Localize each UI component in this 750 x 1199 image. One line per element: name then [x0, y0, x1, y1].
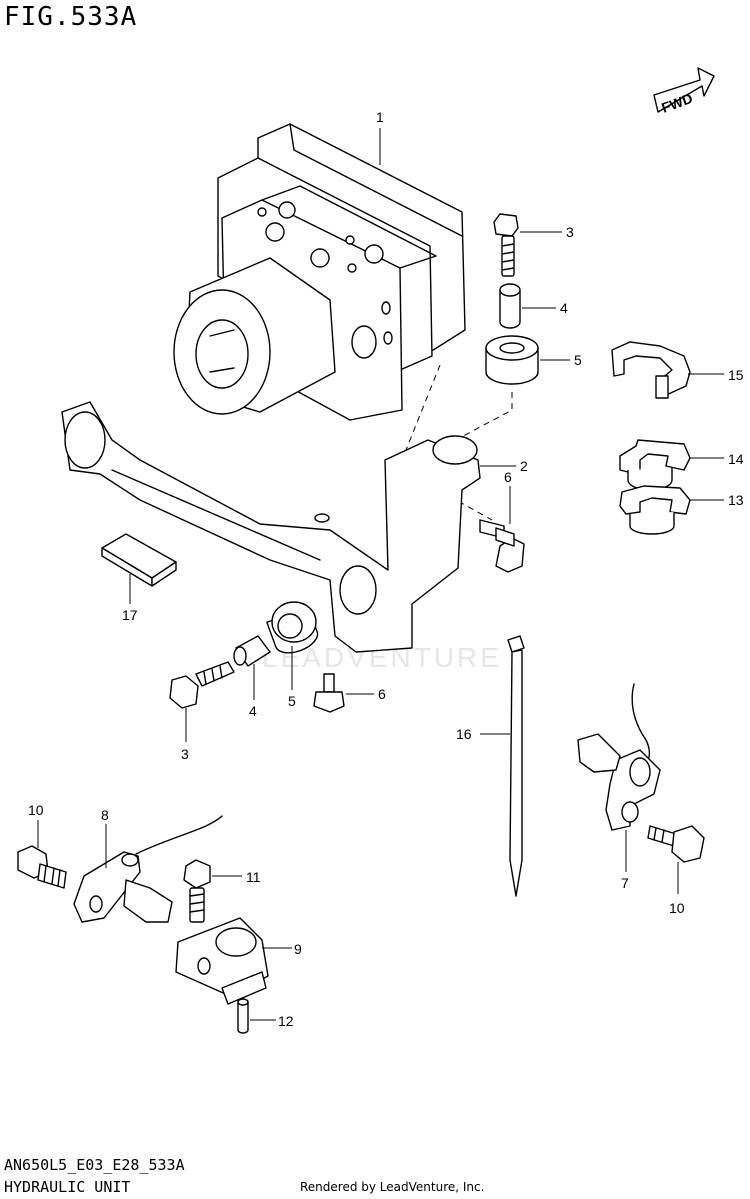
collar-part-4-lower[interactable]: 4 [233, 635, 271, 719]
callout-9: 9 [294, 941, 302, 957]
callout-5a: 5 [574, 352, 582, 368]
sensor-bracket-part-7[interactable]: 7 [577, 683, 661, 891]
bolt-part-3-upper[interactable]: 3 [493, 213, 574, 277]
holder-part-9[interactable]: 9 [175, 917, 302, 1005]
callout-16: 16 [456, 726, 472, 742]
figure-title: FIG.533A [4, 2, 138, 32]
bolt-part-3-lower[interactable]: 3 [169, 661, 235, 762]
pad-part-17[interactable]: 17 [101, 533, 177, 623]
cable-tie-part-16[interactable]: 16 [456, 635, 525, 897]
callout-2: 2 [520, 458, 528, 474]
bolt-part-10-left[interactable]: 10 [17, 802, 67, 889]
callout-12: 12 [278, 1013, 294, 1029]
callout-3b: 3 [181, 746, 189, 762]
callout-17: 17 [122, 607, 138, 623]
sensor-bracket-part-8[interactable]: 8 [73, 807, 223, 923]
callout-10a: 10 [28, 802, 44, 818]
callout-6a: 6 [504, 469, 512, 485]
bolt-part-11[interactable]: 11 [183, 859, 261, 923]
callout-1: 1 [376, 109, 384, 125]
callout-8: 8 [101, 807, 109, 823]
grommet-part-5-lower[interactable]: 5 [266, 601, 321, 709]
clamp-part-15[interactable]: 15 [611, 341, 744, 399]
grommet-part-5-upper[interactable]: 5 [485, 335, 582, 385]
callout-13: 13 [728, 492, 744, 508]
callout-5b: 5 [288, 693, 296, 709]
fwd-arrow-icon: FWD [653, 67, 715, 116]
bolt-part-6-lower[interactable]: 6 [313, 673, 386, 713]
callout-11: 11 [246, 869, 261, 885]
model-code: AN650L5_E03_E28_533A [4, 1156, 185, 1174]
clamp-part-13[interactable]: 13 [619, 485, 744, 535]
callout-4a: 4 [560, 300, 568, 316]
callout-7: 7 [621, 875, 629, 891]
bolt-part-10-right[interactable]: 10 [647, 825, 705, 916]
render-credit: Rendered by LeadVenture, Inc. [300, 1180, 485, 1194]
clamp-part-14[interactable]: 14 [619, 439, 744, 491]
hydraulic-unit-part-1[interactable]: 1 [173, 109, 466, 421]
section-name: HYDRAULIC UNIT [4, 1178, 131, 1196]
bracket-part-2[interactable]: 2 [61, 401, 528, 653]
bolt-part-6-upper[interactable]: 6 [479, 469, 525, 573]
callout-6b: 6 [378, 686, 386, 702]
callout-14: 14 [728, 451, 744, 467]
callout-4b: 4 [249, 703, 257, 719]
callout-3a: 3 [566, 224, 574, 240]
callout-15: 15 [728, 367, 744, 383]
collar-part-4-upper[interactable]: 4 [499, 283, 568, 329]
pin-part-12[interactable]: 12 [237, 998, 294, 1034]
callout-10b: 10 [669, 900, 685, 916]
